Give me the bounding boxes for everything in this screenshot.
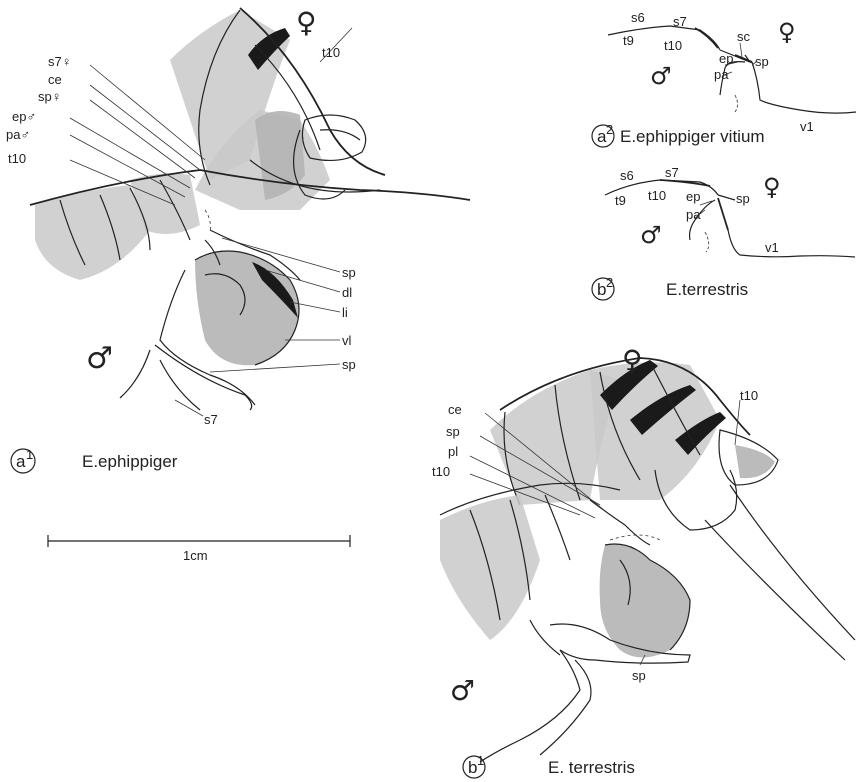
- a1-label-t10-top: t10: [322, 45, 340, 60]
- a1-female-symbol: ♀: [296, 6, 317, 39]
- a2-label-ep: ep: [719, 51, 733, 66]
- b1-label-ce: ce: [448, 402, 462, 417]
- a2-label-sc: sc: [737, 29, 751, 44]
- a1-label-spf: sp♀: [38, 89, 61, 104]
- b2-label-s7: s7: [665, 165, 679, 180]
- a1-label-s7: s7: [204, 412, 218, 427]
- a2-label-v1: v1: [800, 119, 814, 134]
- a1-label-sp1: sp: [342, 265, 356, 280]
- a1-label-t10-left: t10: [8, 151, 26, 166]
- a1-label-pam: pa♂: [6, 127, 30, 142]
- a1-label-dl: dl: [342, 285, 352, 300]
- a2-label-t9: t9: [623, 33, 634, 48]
- b2-female-symbol: ♀: [763, 173, 781, 201]
- b2-panel-sup: 2: [606, 275, 613, 290]
- b1-female-symbol: ♀: [622, 344, 643, 377]
- a2-label-s7: s7: [673, 14, 687, 29]
- a1-label-vl: vl: [342, 333, 352, 348]
- scale-bar: 1cm: [48, 535, 350, 563]
- panel-b1-drawing: [440, 358, 855, 762]
- b1-species-name: E. terrestris: [548, 758, 635, 777]
- b1-male-symbol: ♂: [450, 674, 475, 707]
- a2-species-name: E.ephippiger vitium: [620, 127, 765, 146]
- b1-panel-sup: 1: [477, 753, 484, 768]
- b2-species-name: E.terrestris: [666, 280, 748, 299]
- a1-label-epm: ep♂: [12, 109, 36, 124]
- b1-label-sp-bottom: sp: [632, 668, 646, 683]
- scale-bar-label: 1cm: [183, 548, 208, 563]
- b2-label-t9: t9: [615, 193, 626, 208]
- panel-a2-drawing: [608, 26, 856, 113]
- a2-label-s6: s6: [631, 10, 645, 25]
- b2-label-pa: pa: [686, 207, 701, 222]
- b2-label-ep: ep: [686, 189, 700, 204]
- b2-label-s6: s6: [620, 168, 634, 183]
- b2-caption: b 2 E.terrestris: [592, 275, 748, 300]
- b2-label-sp: sp: [736, 191, 750, 206]
- b1-label-sp-left: sp: [446, 424, 460, 439]
- a1-label-s7f: s7♀: [48, 54, 71, 69]
- a1-caption: a 1 E.ephippiger: [11, 447, 178, 473]
- a2-female-symbol: ♀: [778, 18, 796, 46]
- b1-label-t10: t10: [740, 388, 758, 403]
- a1-label-li: li: [342, 305, 348, 320]
- a1-panel-sup: 1: [26, 447, 33, 462]
- b2-label-v1: v1: [765, 240, 779, 255]
- a1-panel-letter: a: [16, 452, 26, 471]
- a2-label-sp: sp: [755, 54, 769, 69]
- a1-species-name: E.ephippiger: [82, 452, 178, 471]
- a2-panel-sup: 2: [606, 122, 613, 137]
- a2-label-pa: pa: [714, 67, 729, 82]
- b2-male-symbol: ♂: [640, 221, 662, 249]
- a1-male-symbol: ♂: [86, 341, 113, 376]
- b1-label-pl: pl: [448, 444, 458, 459]
- b1-label-t10-left: t10: [432, 464, 450, 479]
- a1-label-sp2: sp: [342, 357, 356, 372]
- b2-label-t10: t10: [648, 188, 666, 203]
- a2-label-t10: t10: [664, 38, 682, 53]
- a2-male-symbol: ♂: [650, 62, 672, 90]
- a2-caption: a 2 E.ephippiger vitium: [592, 122, 765, 147]
- a1-label-ce: ce: [48, 72, 62, 87]
